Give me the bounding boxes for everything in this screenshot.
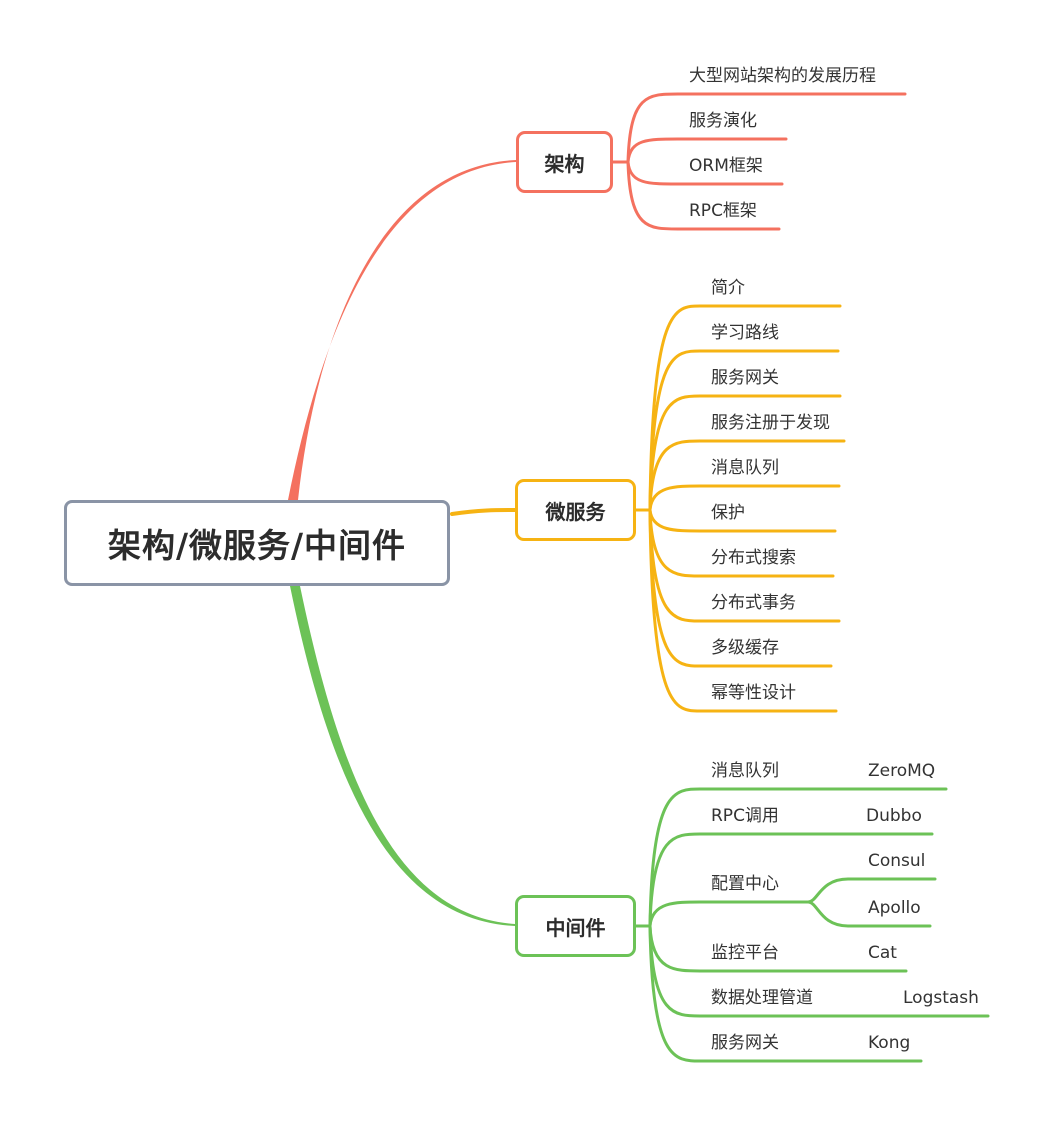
connector-subtopic [648,787,948,928]
tool-label[interactable]: Consul [868,851,926,871]
tool-label[interactable]: Apollo [868,898,921,918]
subtopic-label[interactable]: RPC框架 [689,201,757,221]
subtopic-label[interactable]: 消息队列 [711,761,779,781]
branch-topic-microservices[interactable]: 微服务 [515,479,636,541]
branch-topic-label: 微服务 [545,499,606,524]
connector-subtopic [626,92,907,164]
branch-topic-label: 架构 [544,151,585,176]
subtopic-label[interactable]: 服务网关 [711,1033,779,1053]
subtopic-label[interactable]: 数据处理管道 [711,988,813,1008]
connector-subtopic [648,484,841,512]
tool-label[interactable]: ZeroMQ [868,761,936,781]
connector-subtopic [648,394,842,512]
branch-topic-architecture[interactable]: 架构 [516,131,613,193]
connector-root-microservices [450,508,517,516]
branch-topic-label: 中间件 [545,915,606,940]
connector-root-architecture [288,160,516,500]
connector-subtopic [648,832,934,928]
subtopic-label[interactable]: 服务注册于发现 [711,413,830,433]
subtopic-label[interactable]: 分布式搜索 [711,548,796,568]
connector-subtopic [626,137,788,164]
subtopic-label[interactable]: 保护 [711,503,745,523]
subtopic-label[interactable]: 服务演化 [689,111,757,131]
connector-subtopic [648,508,838,713]
subtopic-label[interactable]: 多级缓存 [711,638,779,658]
subtopic-label[interactable]: 配置中心 [711,874,779,894]
tool-label[interactable]: Logstash [903,988,979,1008]
connector-subtopic [626,160,781,231]
connector-subtopic [648,924,923,1063]
tool-label[interactable]: Kong [868,1033,911,1053]
connector-subtopic [648,900,810,928]
connector-subtopic [648,349,840,512]
tool-label[interactable]: Cat [868,943,897,963]
connector-tool [806,900,932,928]
subtopic-label[interactable]: ORM框架 [689,156,763,176]
subtopic-label[interactable]: 学习路线 [711,323,779,343]
subtopic-label[interactable]: 服务网关 [711,368,779,388]
subtopic-label[interactable]: RPC调用 [711,806,779,826]
subtopic-label[interactable]: 大型网站架构的发展历程 [689,66,876,86]
tool-label[interactable]: Dubbo [866,806,922,826]
branch-topic-middleware[interactable]: 中间件 [515,895,636,957]
subtopic-label[interactable]: 分布式事务 [711,593,796,613]
root-topic-label: 架构/微服务/中间件 [107,526,407,565]
connector-root-middleware [290,586,515,926]
subtopic-label[interactable]: 简介 [711,278,745,298]
subtopic-label[interactable]: 幂等性设计 [711,683,796,703]
connector-subtopic [648,439,846,512]
root-topic[interactable]: 架构/微服务/中间件 [64,500,450,586]
subtopic-label[interactable]: 消息队列 [711,458,779,478]
subtopic-label[interactable]: 监控平台 [711,943,779,963]
